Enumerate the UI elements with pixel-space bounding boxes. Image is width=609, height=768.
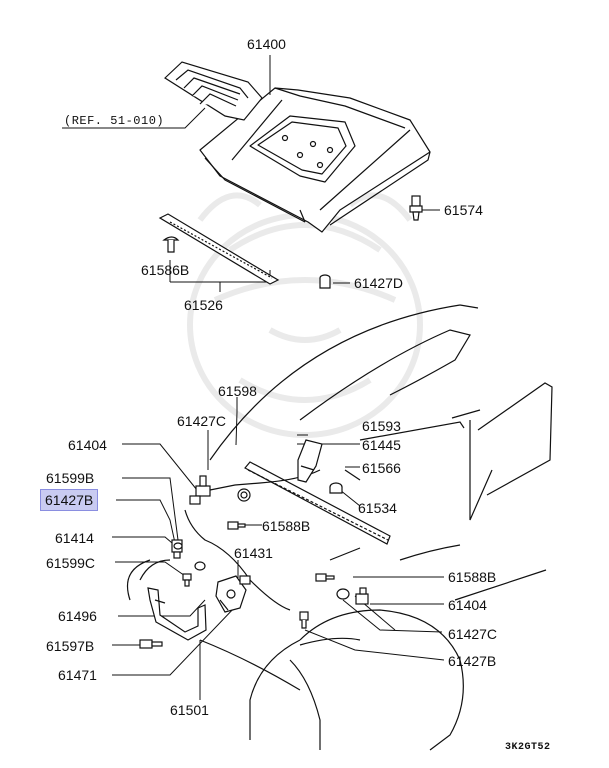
hood-seal-61526: [158, 213, 280, 285]
bolt-61588B-mid: [227, 521, 246, 530]
clip-61427C-top: [195, 475, 211, 497]
label-61588B-right[interactable]: 61588B: [448, 569, 497, 585]
label-61427D[interactable]: 61427D: [354, 275, 404, 291]
label-61427C-top[interactable]: 61427C: [177, 413, 227, 429]
bracket-61593: [297, 439, 323, 483]
clip-61427B-right: [299, 611, 309, 629]
label-61471[interactable]: 61471: [58, 667, 97, 683]
hood-bumper-61574: [409, 195, 423, 221]
vehicle-body-outline: [126, 304, 553, 751]
clip-61599B: [194, 561, 206, 571]
label-61526[interactable]: 61526: [184, 297, 223, 313]
clip-61404-right: [355, 587, 369, 605]
clip-61427C-right: [336, 588, 350, 600]
label-61597B[interactable]: 61597B: [46, 638, 95, 654]
label-61431[interactable]: 61431: [234, 545, 273, 561]
hood-scoop-ref-part: [164, 61, 263, 121]
clip-61427B-left: [173, 542, 183, 550]
label-61588B-mid[interactable]: 61588B: [262, 518, 311, 534]
hood-panel: [199, 87, 431, 233]
label-61566[interactable]: 61566: [362, 460, 401, 476]
label-61404-left[interactable]: 61404: [68, 437, 107, 453]
label-61496[interactable]: 61496: [58, 608, 97, 624]
label-61445[interactable]: 61445: [362, 437, 401, 453]
latch-61501: [215, 575, 247, 613]
bolt-61588B-right: [315, 573, 335, 582]
label-61599B[interactable]: 61599B: [46, 470, 95, 486]
label-61427C-right[interactable]: 61427C: [448, 626, 498, 642]
clip-61404-left: [189, 495, 201, 505]
label-61534[interactable]: 61534: [358, 500, 397, 516]
clamp-61566: [329, 482, 343, 494]
label-61400[interactable]: 61400: [247, 36, 286, 52]
clip-61586B: [162, 236, 180, 253]
label-61586B[interactable]: 61586B: [141, 262, 190, 278]
label-61593[interactable]: 61593: [362, 418, 401, 434]
label-61427B-right[interactable]: 61427B: [448, 653, 497, 669]
label-61574[interactable]: 61574: [444, 202, 483, 218]
label-61427B-highlighted[interactable]: 61427B: [39, 489, 99, 511]
label-ref-51-010[interactable]: (REF. 51-010): [64, 114, 165, 128]
grommet-61598: [237, 488, 251, 502]
clip-61599C: [182, 573, 192, 587]
clip-61431: [239, 575, 251, 585]
diagram-code: 3K2GT52: [505, 742, 551, 753]
bolt-61597B: [139, 639, 163, 649]
label-61404-right[interactable]: 61404: [448, 597, 487, 613]
label-61414[interactable]: 61414: [55, 530, 94, 546]
label-61598[interactable]: 61598: [218, 383, 257, 399]
label-61501[interactable]: 61501: [170, 702, 209, 718]
bumper-61427D: [319, 274, 331, 289]
watermark-logo: [187, 192, 423, 438]
release-cable: [184, 469, 321, 611]
label-61599C[interactable]: 61599C: [46, 555, 96, 571]
striker-61496: [147, 587, 207, 641]
